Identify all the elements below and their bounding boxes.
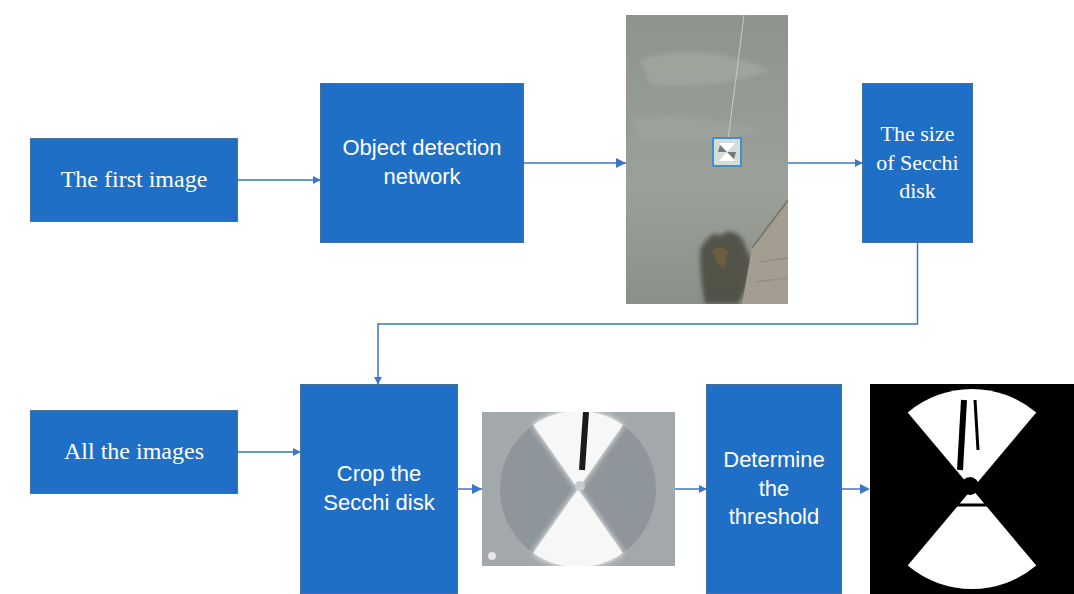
flow-arrow (238, 179, 320, 181)
box-label: Crop the Secchi disk (309, 460, 449, 517)
box-label: Object detection network (333, 134, 511, 191)
arrow-head (616, 158, 626, 168)
threshold-image (870, 384, 1074, 594)
box-label: The first image (61, 164, 208, 195)
flow-arrow (238, 451, 300, 453)
lake-photo (626, 15, 788, 304)
cropped-disk-image (482, 412, 675, 566)
box-label: Determine the threshold (715, 446, 833, 532)
box-label: All the images (64, 436, 204, 467)
arrow-line (840, 488, 862, 490)
process-box: Determine the threshold (706, 384, 842, 594)
box-label: The size of Secchi disk (869, 120, 966, 206)
arrow-head (860, 484, 870, 494)
process-box: Object detection network (320, 83, 524, 243)
process-box: The first image (30, 138, 238, 222)
process-box: The size of Secchi disk (862, 83, 973, 243)
arrow-head (472, 484, 482, 494)
process-box: All the images (30, 410, 238, 494)
process-box: Crop the Secchi disk (300, 384, 458, 594)
